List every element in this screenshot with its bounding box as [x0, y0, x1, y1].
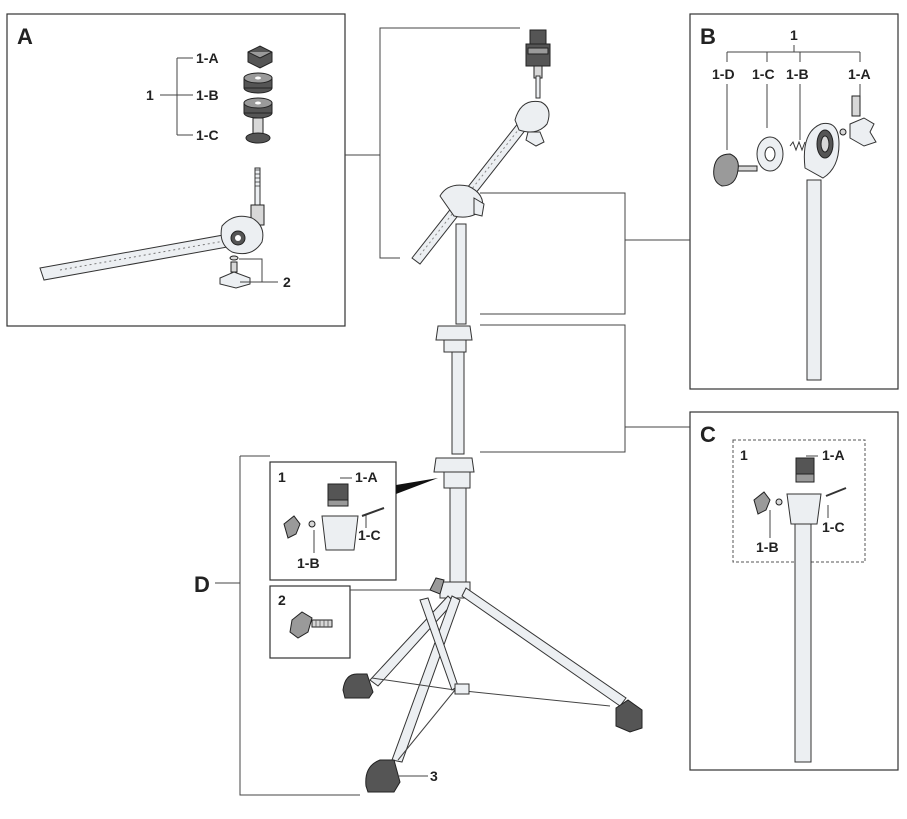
- panel-b-group-label: 1: [790, 27, 798, 43]
- stand-leg-front: [391, 595, 461, 763]
- stand-middle-tube: [451, 351, 465, 455]
- stand-foot-label: 3: [430, 768, 438, 784]
- panel-c-frame: [689, 411, 899, 771]
- stand-base-tube: [449, 487, 467, 589]
- panel-b-part-1d: 1-D: [712, 66, 735, 82]
- stand-lower-joint: [433, 457, 475, 473]
- panel-b-part-1c: 1-C: [752, 66, 775, 82]
- connector-c: [480, 324, 690, 453]
- panel-c-letter: C: [700, 422, 716, 447]
- panel-a-wingnut-1a: [247, 45, 273, 69]
- panel-c-part-1c: 1-C: [822, 519, 845, 535]
- stand-foot-left: [342, 673, 374, 699]
- stand-foot-right: [615, 699, 643, 733]
- stand-boom-arm: [411, 107, 539, 265]
- panel-a-sleeve-1c: [245, 117, 271, 144]
- panel-b-spring-1b: [789, 140, 806, 152]
- panel-b-bracket: [726, 45, 861, 62]
- panel-c-group-label: 1: [740, 447, 748, 463]
- panel-b-wingnut-1a: [839, 95, 877, 147]
- connector-a: [345, 27, 520, 259]
- panel-c-tube-joint: [786, 493, 822, 763]
- panel-c-wingbolt-1b: [753, 491, 783, 515]
- stand-boom-clamp: [439, 184, 484, 218]
- panel-a-secondary-label: 2: [283, 274, 291, 290]
- panel-a-part-1a: 1-A: [196, 50, 219, 66]
- panel-d-sub1-leaders: [313, 477, 367, 553]
- panel-b-part-1a: 1-A: [848, 66, 871, 82]
- panel-d-sub1-label: 1: [278, 469, 286, 485]
- panel-d-sub2-label: 2: [278, 592, 286, 608]
- panel-a-part-1b: 1-B: [196, 87, 219, 103]
- panel-a-felt-washers-1b: [243, 72, 273, 119]
- panel-a-boom-arm: [39, 167, 265, 281]
- stand-top-tilter: [514, 100, 550, 133]
- callout-connectors: [345, 27, 690, 591]
- panel-a: A 1 1-A 1-B 1-C: [6, 13, 346, 327]
- panel-a-wingbolt-2: [219, 255, 278, 289]
- stand-upper-joint: [435, 325, 473, 341]
- panel-d-bracket: [215, 455, 360, 796]
- stand-leg-right: [461, 587, 627, 707]
- panel-a-group-label: 1: [146, 87, 154, 103]
- panel-d-letter: D: [194, 572, 210, 597]
- panel-b-knob-1d: [713, 153, 758, 187]
- stand-foot-front: [365, 759, 401, 793]
- panel-b: B 1 1-D 1-C 1-B 1-A: [689, 13, 899, 390]
- panel-b-part-1b: 1-B: [786, 66, 809, 82]
- stand-upper-tube: [455, 223, 467, 325]
- stand-top-wingnut: [529, 29, 547, 45]
- panel-b-tilter-housing: [803, 122, 840, 381]
- panel-a-frame: [6, 13, 346, 327]
- panel-c-screw-1c: [825, 487, 847, 497]
- connector-b: [480, 192, 690, 315]
- panel-d-sub1-part-1b: 1-B: [297, 555, 320, 571]
- panel-a-letter: A: [17, 24, 33, 49]
- panel-b-nut-1c: [756, 136, 784, 172]
- panel-a-bracket: [160, 57, 193, 136]
- panel-c-part-1a: 1-A: [822, 447, 845, 463]
- panel-d-sub1-memory-lock: [283, 483, 385, 551]
- panel-c: C 1 1-A 1-B 1-C: [689, 411, 899, 771]
- panel-d-sub1-part-1a: 1-A: [355, 469, 378, 485]
- panel-d: D 1 1-A 1-B 1-C 2: [194, 455, 438, 796]
- panel-b-leaders: [726, 84, 861, 150]
- panel-b-letter: B: [700, 24, 716, 49]
- panel-b-frame: [689, 13, 899, 390]
- cymbal-stand: [342, 29, 643, 793]
- panel-d-sub2-wingbolt: [289, 611, 333, 639]
- panel-c-leaders: [769, 455, 829, 538]
- panel-d-sub1-part-1c: 1-C: [358, 527, 381, 543]
- panel-c-memory-lock-1a: [795, 457, 815, 483]
- panel-c-part-1b: 1-B: [756, 539, 779, 555]
- panel-d-pointer: [396, 478, 438, 494]
- panel-a-part-1c: 1-C: [196, 127, 219, 143]
